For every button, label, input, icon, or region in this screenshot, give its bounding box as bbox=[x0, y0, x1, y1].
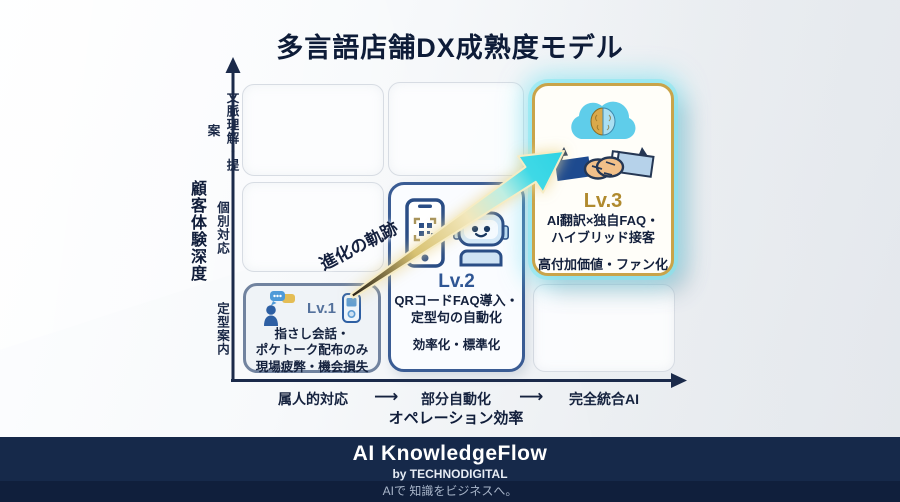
qr-phone-icon bbox=[404, 198, 445, 268]
x-tick-2: 部分自動化 bbox=[421, 391, 491, 407]
level1-card: Lv.1 指さし会話・ ポケトーク配布のみ 現場疲弊・機会損失 bbox=[243, 283, 381, 374]
level2-badge: Lv.2 bbox=[438, 271, 475, 292]
level3-card: Lv.3 AI翻訳×独自FAQ・ ハイブリッド接客 高付加価値・ファン化 bbox=[532, 83, 674, 276]
level1-line: ポケトーク配布のみ bbox=[255, 343, 369, 358]
y-tick-top: 文脈理解・提案 bbox=[205, 90, 239, 172]
grid-cell-empty bbox=[388, 82, 524, 176]
brand-byline: by TECHNODIGITAL bbox=[392, 467, 508, 481]
x-tick-3: 完全統合AI bbox=[569, 391, 639, 407]
translator-device-icon bbox=[341, 293, 361, 323]
level1-badge: Lv.1 bbox=[307, 299, 336, 317]
x-tick-arrow-icon: ⟶ bbox=[374, 387, 399, 406]
y-tick-bottom: 定型案内 bbox=[215, 302, 229, 356]
level3-badge: Lv.3 bbox=[583, 190, 623, 212]
level2-line: QRコードFAQ導入・ bbox=[394, 293, 519, 308]
level2-line: 定型句の自動化 bbox=[410, 309, 502, 325]
footer: AI KnowledgeFlow by TECHNODIGITAL AIで 知識… bbox=[0, 437, 900, 502]
robot-icon bbox=[452, 200, 509, 267]
y-axis-title: 顧客体験深度 bbox=[188, 180, 205, 282]
level2-card: Lv.2 QRコードFAQ導入・ 定型句の自動化 効率化・標準化 bbox=[388, 182, 525, 372]
page-title: 多言語店舗DX成熟度モデル bbox=[276, 33, 624, 63]
x-axis-arrowhead-icon bbox=[671, 373, 687, 388]
level3-line: AI翻訳×独自FAQ・ bbox=[546, 213, 660, 228]
footer-tagline: AIで 知識をビジネスへ。 bbox=[382, 484, 518, 498]
y-tick-middle: 個別対応 bbox=[215, 201, 229, 255]
ai-brain-cloud-icon bbox=[571, 101, 636, 139]
x-tick-arrow-icon: ⟶ bbox=[519, 387, 544, 406]
level2-tagline: 効率化・標準化 bbox=[412, 337, 501, 352]
grid-cell-empty bbox=[533, 284, 675, 372]
level1-line: 指さし会話・ bbox=[274, 327, 350, 341]
level1-line: 現場疲弊・機会損失 bbox=[255, 359, 369, 374]
footer-strip: AIで 知識をビジネスへ。 bbox=[0, 481, 900, 502]
grid-cell-empty bbox=[242, 84, 384, 176]
x-tick-1: 属人的対応 bbox=[278, 391, 348, 407]
person-chat-icon bbox=[264, 291, 296, 326]
level3-tagline: 高付加価値・ファン化 bbox=[537, 256, 668, 272]
brand-name: AI KnowledgeFlow bbox=[352, 442, 548, 465]
handshake-icon bbox=[554, 147, 655, 181]
level3-line: ハイブリッド接客 bbox=[551, 229, 655, 245]
x-axis-title: オペレーション効率 bbox=[388, 410, 524, 427]
